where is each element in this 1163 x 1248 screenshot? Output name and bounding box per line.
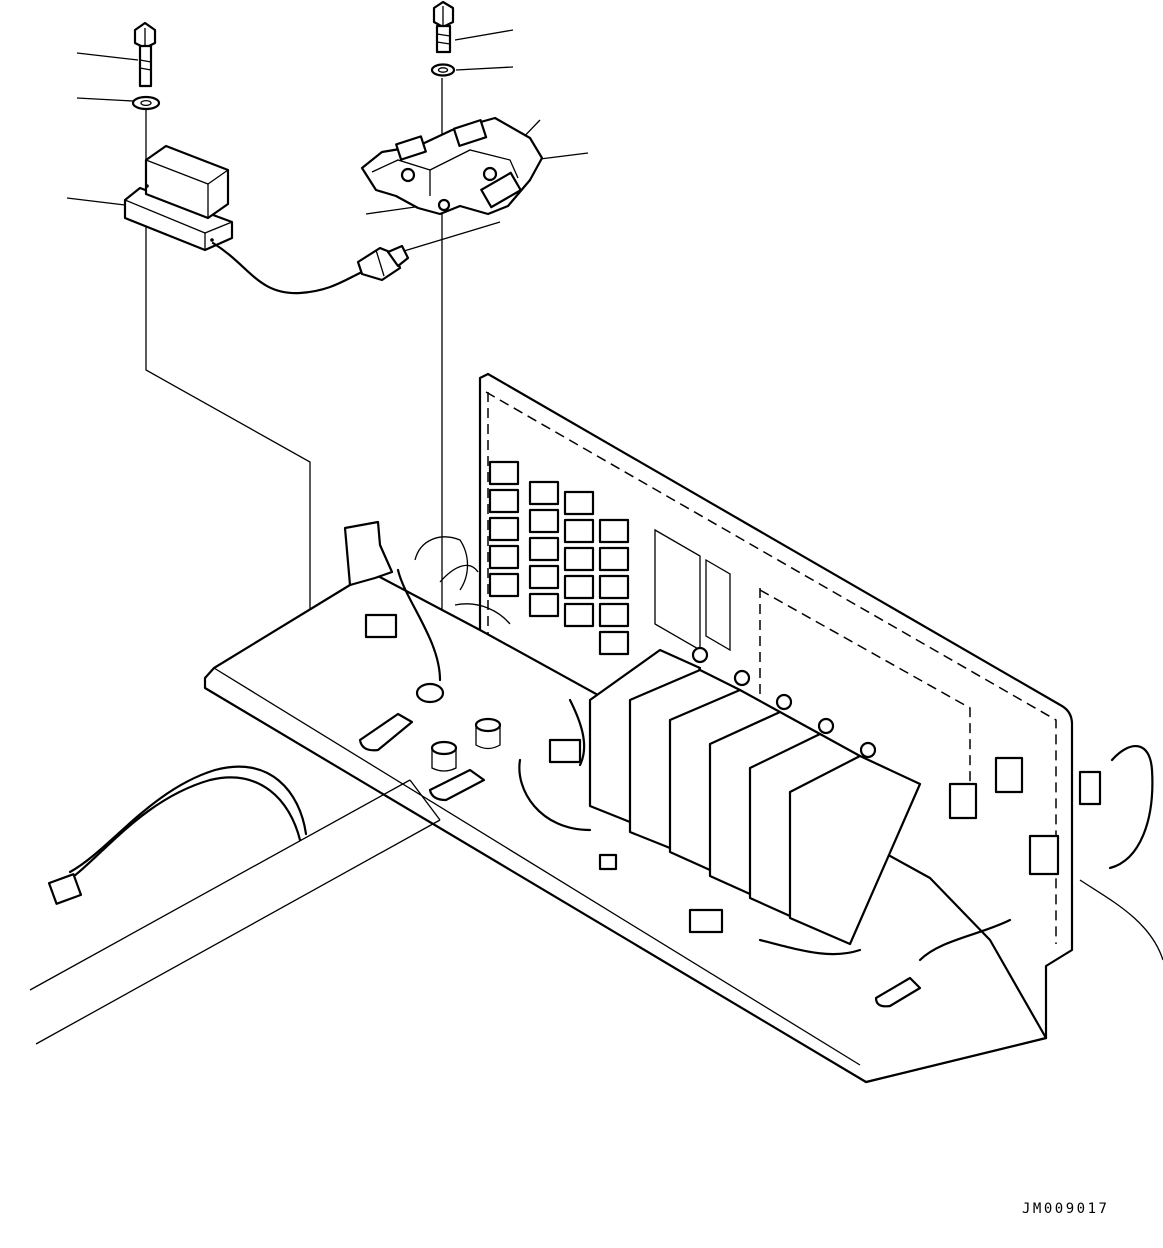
drawing-code: JM009017 — [1022, 1201, 1110, 1217]
relay-bracket — [360, 116, 544, 216]
right-connectors — [948, 756, 1102, 876]
relay-grid — [488, 460, 630, 656]
bolt-right — [432, 0, 455, 54]
wire-harnesses — [29, 536, 1163, 1045]
washer-right — [430, 63, 456, 77]
controller-unit — [123, 144, 410, 295]
harness-connector — [356, 244, 410, 282]
leader-lines-left — [66, 52, 311, 655]
washer-left — [131, 95, 161, 111]
bolt-left — [133, 21, 157, 88]
fuse-modules — [588, 646, 922, 946]
electrical-panel — [203, 372, 1102, 1084]
